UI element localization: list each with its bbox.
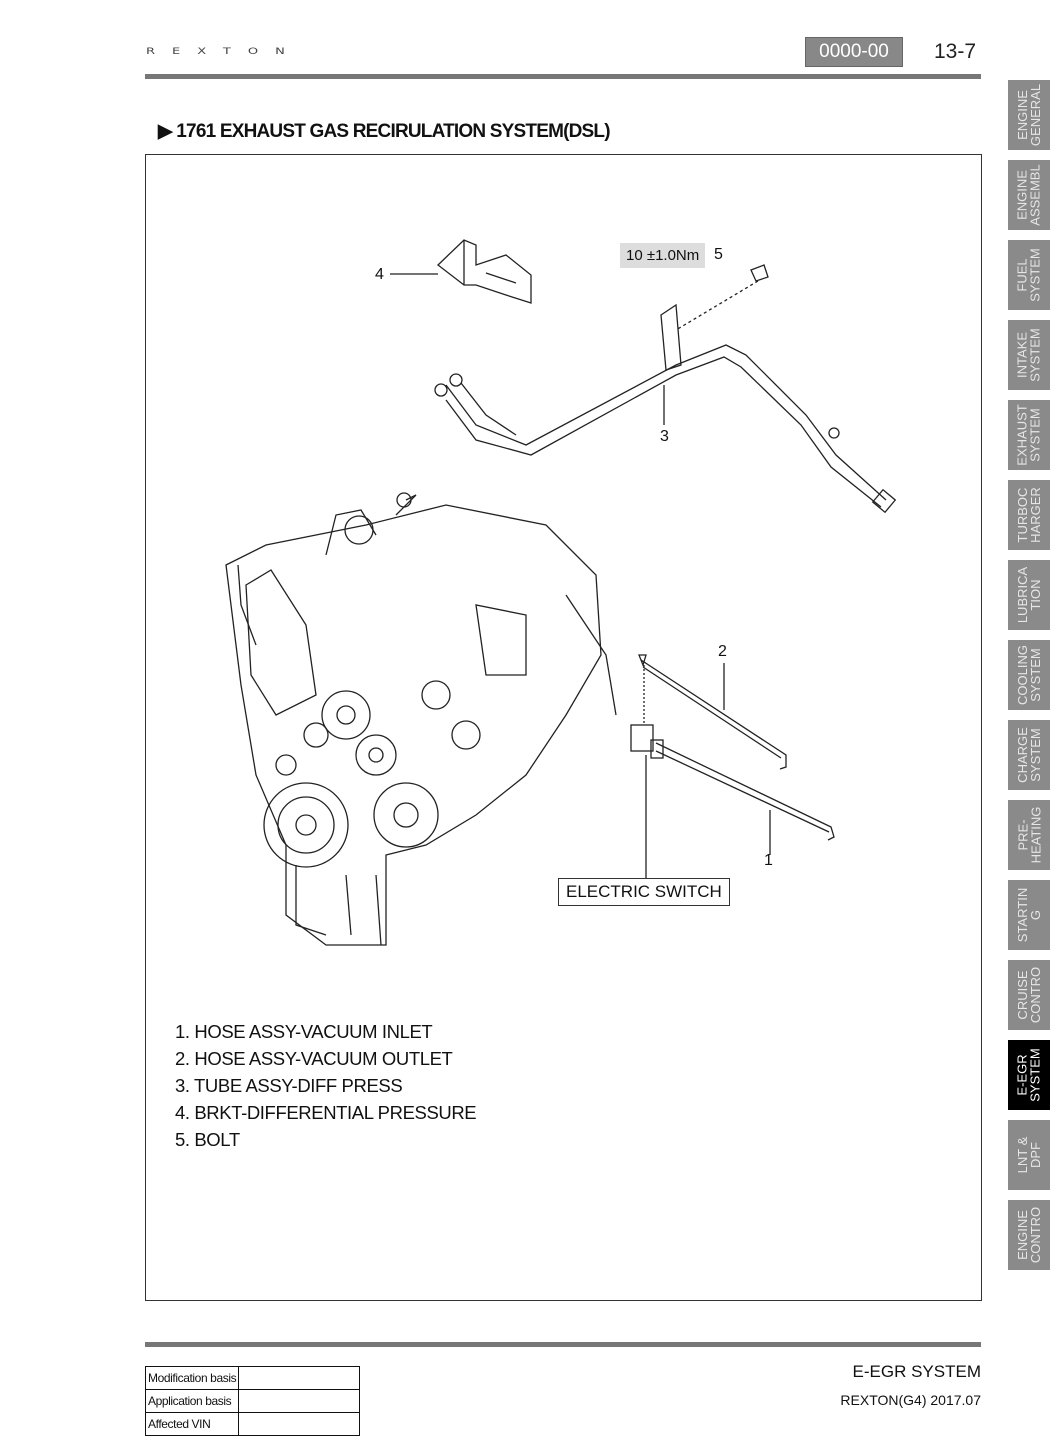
tab-label: E-EGR SYSTEM	[1015, 1048, 1043, 1102]
tab-engine-general[interactable]: ENGINE GENERAL	[1008, 80, 1050, 150]
engine-illustration	[225, 492, 617, 946]
legend-item: 4. BRKT-DIFFERENTIAL PRESSURE	[175, 1102, 477, 1123]
tab-label: ENGINE CONTRO	[1015, 1206, 1043, 1264]
tab-label: LUBRICA TION	[1015, 566, 1044, 624]
legend-item: 1. HOSE ASSY-VACUUM INLET	[175, 1021, 433, 1042]
tab-turbocharger[interactable]: TURBOC HARGER	[1008, 480, 1050, 550]
row-label: Modification basis	[144, 1366, 240, 1390]
tab-pre-heating[interactable]: PRE- HEATING	[1008, 800, 1050, 870]
footer-system-name: E-EGR SYSTEM	[852, 1362, 981, 1381]
page-number: 13-7	[934, 40, 977, 63]
section-tabs: ENGINE GENERAL ENGINE ASSEMBL FUEL SYSTE…	[1008, 80, 1050, 1280]
tab-starting[interactable]: STARTIN G	[1008, 880, 1050, 950]
tab-label: FUEL SYSTEM	[1015, 248, 1043, 302]
tab-lnt-dpf[interactable]: LNT & DPF	[1008, 1120, 1050, 1190]
vacuum-inlet-hose	[630, 665, 835, 878]
tab-label: INTAKE SYSTEM	[1015, 328, 1043, 382]
tab-exhaust-system[interactable]: EXHAUST SYSTEM	[1008, 400, 1050, 470]
tab-engine-control[interactable]: ENGINE CONTRO	[1008, 1200, 1050, 1270]
tab-label: TURBOC HARGER	[1015, 487, 1043, 543]
brand-logo: REXTON	[146, 46, 302, 57]
tab-fuel-system[interactable]: FUEL SYSTEM	[1008, 240, 1050, 310]
tab-label: PRE- HEATING	[1015, 806, 1044, 864]
egr-diagram	[225, 239, 897, 946]
diagram-frame	[145, 154, 982, 1301]
diff-press-tube	[434, 303, 897, 514]
tab-label: COOLING SYSTEM	[1015, 645, 1043, 705]
page-title: ▶ 1761 EXHAUST GAS RECIRULATION SYSTEM(D…	[158, 121, 611, 142]
callout-1: 1	[764, 852, 773, 869]
tab-cooling-system[interactable]: COOLING SYSTEM	[1008, 640, 1050, 710]
legend-item: 2. HOSE ASSY-VACUUM OUTLET	[175, 1048, 453, 1069]
parts-legend: 1. HOSE ASSY-VACUUM INLET 2. HOSE ASSY-V…	[175, 1018, 477, 1153]
torque-spec: 10 ±1.0Nm	[620, 243, 706, 268]
section-code: 0000-00	[805, 37, 903, 67]
electric-switch-label: ELECTRIC SWITCH	[558, 878, 730, 906]
row-value	[238, 1412, 361, 1436]
tab-label: ENGINE ASSEMBL	[1015, 164, 1044, 226]
tab-cruise-control[interactable]: CRUISE CONTRO	[1008, 960, 1050, 1030]
tab-charge-system[interactable]: CHARGE SYSTEM	[1008, 720, 1050, 790]
tab-engine-assembly[interactable]: ENGINE ASSEMBL	[1008, 160, 1050, 230]
row-label: Affected VIN	[144, 1412, 240, 1436]
legend-item: 5. BOLT	[175, 1129, 240, 1150]
tab-label: ENGINE GENERAL	[1015, 83, 1044, 147]
footer-divider	[145, 1342, 981, 1347]
tab-label: STARTIN G	[1015, 887, 1044, 943]
revision-table: Modification basis Application basis Aff…	[144, 1366, 361, 1436]
callout-3: 3	[660, 428, 669, 445]
legend-item: 3. TUBE ASSY-DIFF PRESS	[175, 1075, 403, 1096]
callout-2: 2	[718, 643, 727, 660]
tab-label: EXHAUST SYSTEM	[1015, 404, 1043, 466]
footer-version: REXTON(G4) 2017.07	[840, 1392, 981, 1408]
row-value	[238, 1389, 361, 1413]
callout-5: 5	[714, 246, 723, 263]
tab-intake-system[interactable]: INTAKE SYSTEM	[1008, 320, 1050, 390]
tab-label: CRUISE CONTRO	[1015, 966, 1043, 1024]
row-label: Application basis	[144, 1389, 240, 1413]
tab-lubrication[interactable]: LUBRICA TION	[1008, 560, 1050, 630]
tab-e-egr-system[interactable]: E-EGR SYSTEM	[1008, 1040, 1050, 1110]
bracket-part	[437, 239, 532, 304]
header-divider	[145, 74, 981, 79]
tab-label: LNT & DPF	[1015, 1136, 1043, 1174]
row-value	[238, 1366, 361, 1390]
vacuum-outlet-hose	[638, 654, 787, 770]
tab-label: CHARGE SYSTEM	[1015, 727, 1043, 783]
callout-4: 4	[375, 266, 384, 283]
